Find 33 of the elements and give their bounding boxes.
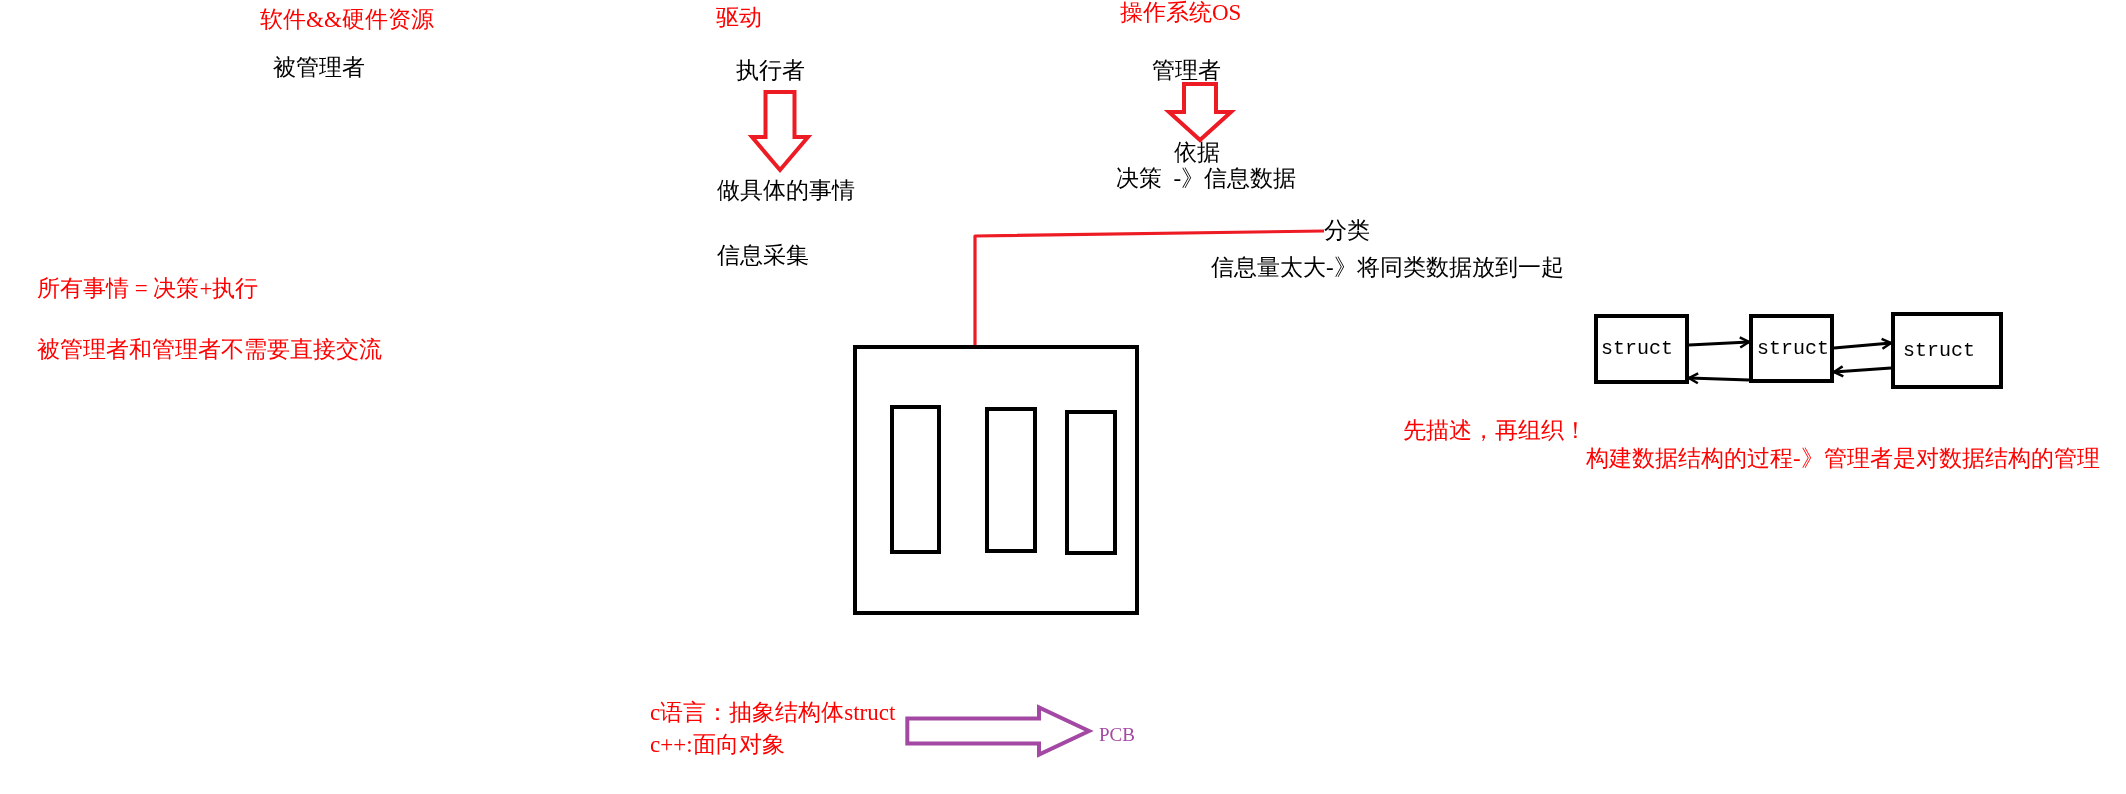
note-text: 决策 -》信息数据 — [1116, 166, 1297, 192]
column-heading: 软件&&硬件资源 — [260, 7, 434, 33]
struct-box: struct — [1891, 312, 2003, 389]
note-text: c语言：抽象结构体struct c++:面向对象 — [650, 697, 908, 761]
column-heading: 操作系统OS — [1120, 0, 1242, 26]
block-arrow — [1163, 82, 1237, 143]
note-text: 构建数据结构的过程-》管理者是对数据结构的管理 — [1586, 446, 2100, 472]
role-label: 被管理者 — [273, 55, 365, 81]
arrow — [1687, 372, 1750, 385]
note-text: 做具体的事情 — [717, 170, 855, 204]
slot-box — [1065, 410, 1117, 555]
arrow — [1833, 337, 1893, 350]
slot-box — [890, 405, 941, 554]
slot-box — [985, 407, 1037, 553]
role-label: 管理者 — [1152, 58, 1221, 84]
pcb-label: PCB — [1089, 722, 1135, 748]
note-text: 被管理者和管理者不需要直接交流 — [37, 337, 382, 363]
struct-box: struct — [1749, 314, 1834, 383]
outer-box — [853, 345, 1139, 615]
note-text: 所有事情 = 决策+执行 — [37, 276, 259, 302]
note-text: 依据 — [1174, 140, 1220, 166]
note-text: 信息量太大-》将同类数据放到一起 — [1211, 255, 1564, 281]
role-label: 执行者 — [736, 58, 805, 92]
connector-line — [973, 229, 1325, 345]
note-text: 先描述，再组织！ — [1403, 418, 1587, 444]
arrow — [1688, 336, 1751, 349]
arrow — [1832, 365, 1892, 378]
note-text: 信息采集 — [717, 243, 809, 269]
note-text: 分类 — [1324, 218, 1370, 244]
column-heading: 驱动 — [716, 5, 762, 31]
struct-box: struct — [1594, 314, 1689, 384]
block-arrow — [905, 704, 1094, 758]
block-arrow — [747, 90, 813, 174]
